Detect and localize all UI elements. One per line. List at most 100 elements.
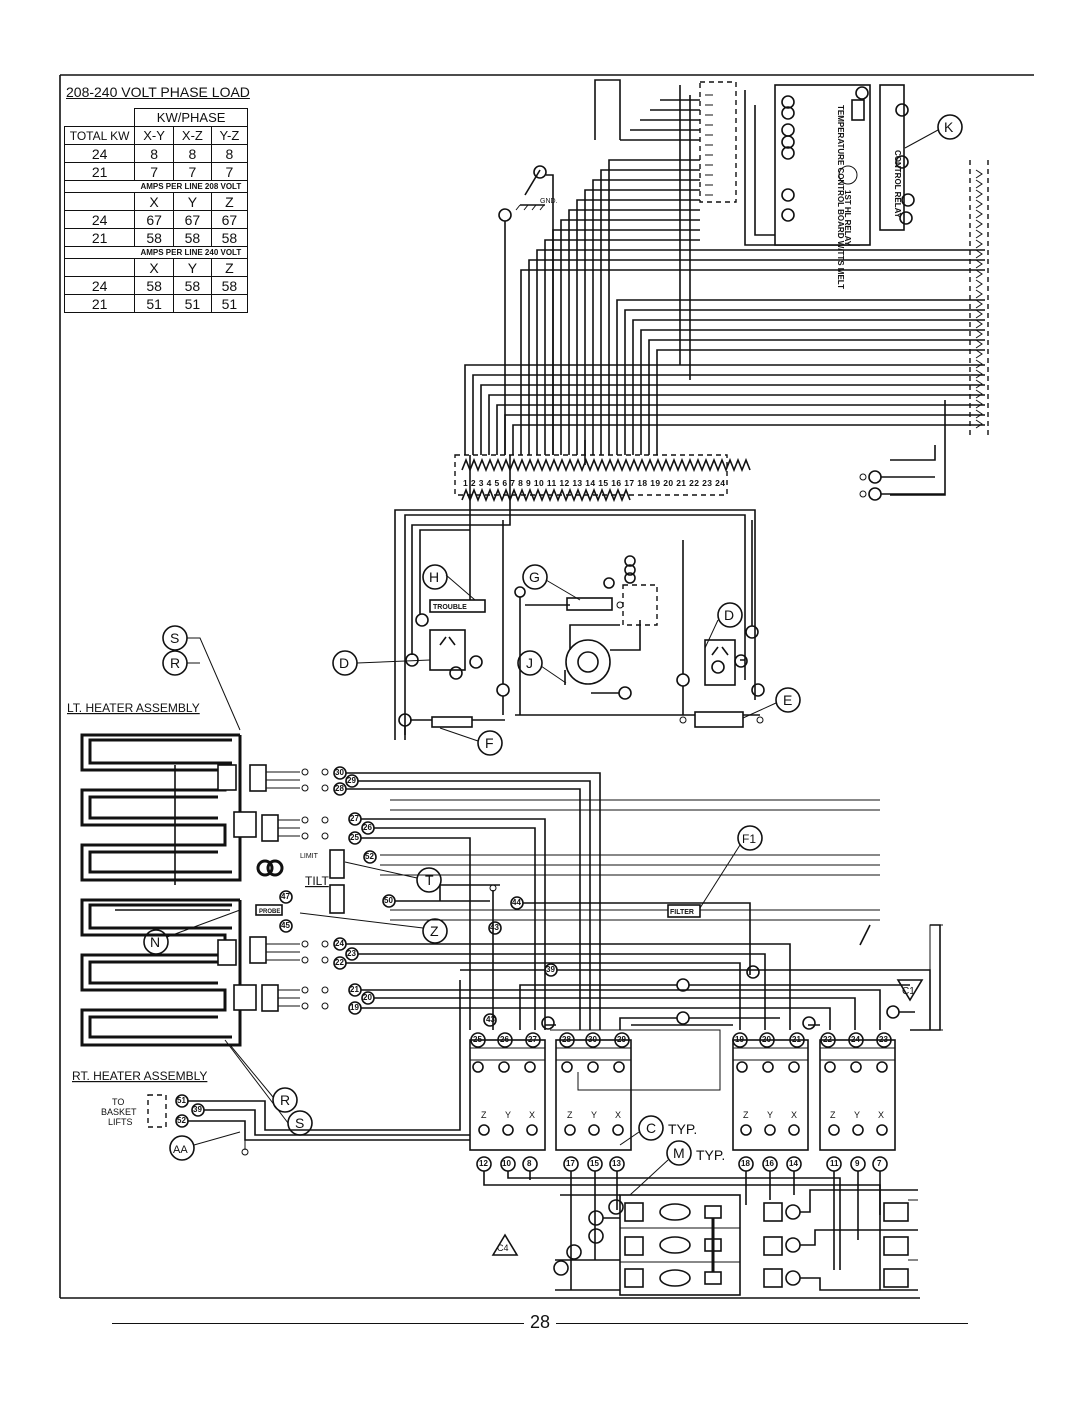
terminal-numbers: 1 2 3 4 5 6 7 8 9 10 11 12 13 14 15 16 1… bbox=[463, 478, 725, 488]
contactor-4: Z Y X bbox=[819, 1039, 896, 1151]
table-row: 21 7 7 7 bbox=[63, 162, 249, 181]
callout-d-left: D bbox=[339, 655, 349, 671]
typ-c-label: TYP. bbox=[668, 1121, 697, 1137]
col-z: Z bbox=[210, 258, 249, 277]
contactor-2-z: Z bbox=[567, 1110, 573, 1120]
callout-h: H bbox=[429, 569, 439, 585]
contactor-2: Z Y X bbox=[555, 1039, 632, 1151]
hl-relay-label: 1ST HL RELAY bbox=[843, 190, 852, 247]
table-cell: 24 bbox=[63, 276, 136, 295]
side-connectors bbox=[859, 470, 945, 501]
contactor-4-z: Z bbox=[830, 1110, 836, 1120]
tilt-label: TILT bbox=[305, 874, 329, 888]
callout-r: R bbox=[170, 655, 180, 671]
col-y: Y bbox=[172, 192, 212, 211]
callout-z: Z bbox=[430, 923, 439, 939]
callout-t: T bbox=[425, 872, 434, 888]
table-cell: 51 bbox=[210, 294, 249, 313]
table-cell: 67 bbox=[134, 210, 174, 229]
contactor-output-wiring bbox=[476, 1156, 888, 1290]
probe-label: PROBE bbox=[259, 909, 280, 915]
callout-m: M bbox=[673, 1145, 685, 1161]
table-cell: 21 bbox=[63, 162, 136, 181]
basket-to: TO bbox=[112, 1097, 124, 1107]
table-cell: 21 bbox=[63, 228, 136, 247]
contactor-3-x: X bbox=[791, 1110, 797, 1120]
callout-n: N bbox=[150, 934, 160, 950]
col-xy: X-Y bbox=[134, 126, 174, 145]
table-cell: 7 bbox=[210, 162, 249, 181]
contactor-3-y: Y bbox=[767, 1110, 773, 1120]
col-yz: Y-Z bbox=[210, 126, 249, 145]
trouble-label: TROUBLE bbox=[433, 604, 467, 611]
contactor-1-y: Y bbox=[505, 1110, 511, 1120]
table-cell: 24 bbox=[63, 144, 136, 163]
callouts-upper-left: S R bbox=[162, 625, 241, 731]
main-terminal-strip: 1 2 3 4 5 6 7 8 9 10 11 12 13 14 15 16 1… bbox=[454, 454, 751, 503]
heater-wiring: LIMIT TILT PROBE T Z FILTER F1 bbox=[249, 764, 941, 1031]
table-cell: 7 bbox=[172, 162, 212, 181]
contactor-3-z: Z bbox=[743, 1110, 749, 1120]
limit-label: LIMIT bbox=[300, 853, 319, 860]
wire-number-markers bbox=[470, 1013, 892, 1048]
basket-lifts: LIFTS bbox=[108, 1117, 133, 1127]
table-cell: 51 bbox=[134, 294, 174, 313]
col-y: Y bbox=[172, 258, 212, 277]
basket-basket: BASKET bbox=[101, 1107, 137, 1117]
table-row: 24 67 67 67 bbox=[63, 210, 249, 229]
contactor-4-y: Y bbox=[854, 1110, 860, 1120]
callout-e: E bbox=[783, 692, 792, 708]
table-row: TOTAL KW X-Y X-Z Y-Z bbox=[63, 126, 249, 145]
page-number-text: 28 bbox=[529, 1312, 551, 1332]
table-cell: 58 bbox=[134, 228, 174, 247]
table-cell: 51 bbox=[172, 294, 212, 313]
contactor-1-x: X bbox=[529, 1110, 535, 1120]
basket-lifts: TO BASKET LIFTS AA bbox=[101, 980, 470, 1161]
contactor-1-z: Z bbox=[481, 1110, 487, 1120]
table-cell: 21 bbox=[63, 294, 136, 313]
table-row: AMPS PER LINE 208 VOLT bbox=[63, 180, 248, 193]
load-table-title: 208-240 VOLT PHASE LOAD bbox=[66, 84, 250, 100]
gnd-label: GND. bbox=[540, 198, 558, 205]
callout-c: C bbox=[646, 1120, 656, 1136]
col-z: Z bbox=[210, 192, 249, 211]
filter-label: FILTER bbox=[670, 909, 694, 916]
table-cell: 24 bbox=[63, 210, 136, 229]
contactor-3: Z Y X bbox=[732, 1039, 809, 1151]
table-row: AMPS PER LINE 240 VOLT bbox=[63, 246, 248, 259]
col-x: X bbox=[134, 192, 174, 211]
table-cell: 7 bbox=[134, 162, 174, 181]
callout-c4: C4 bbox=[497, 1243, 509, 1253]
table-row: 24 58 58 58 bbox=[63, 276, 249, 295]
table-row: X Y Z bbox=[63, 192, 249, 211]
page-frame bbox=[59, 74, 1034, 1299]
typ-m-label: TYP. bbox=[696, 1147, 725, 1163]
amps240-header: AMPS PER LINE 240 VOLT bbox=[134, 246, 248, 259]
upper-harness bbox=[464, 79, 985, 496]
col-x: X bbox=[134, 258, 174, 277]
table-cell: 58 bbox=[172, 228, 212, 247]
contactor-2-x: X bbox=[615, 1110, 621, 1120]
contactor-1: Z Y X bbox=[469, 1039, 546, 1151]
col-total-kw: TOTAL KW bbox=[63, 126, 136, 145]
heater-assemblies: LT. HEATER ASSEMBLY RT. HEATER ASSEMBLY … bbox=[67, 701, 313, 1136]
table-row: 21 51 51 51 bbox=[63, 294, 249, 313]
table-cell: 58 bbox=[210, 228, 249, 247]
table-row: 21 58 58 58 bbox=[63, 228, 249, 247]
right-terminal-strip bbox=[969, 160, 989, 435]
contactor-4-x: X bbox=[878, 1110, 884, 1120]
page-number: 28 bbox=[0, 1312, 1080, 1333]
callout-g: G bbox=[529, 569, 540, 585]
contactor-2-y: Y bbox=[591, 1110, 597, 1120]
table-cell: 8 bbox=[172, 144, 212, 163]
table-cell: 58 bbox=[210, 276, 249, 295]
callout-j: J bbox=[526, 655, 533, 671]
control-board-label: TEMPERATURE CONTROL BOARD W/TTS MELT bbox=[836, 105, 845, 289]
callout-aa: AA bbox=[173, 1144, 188, 1156]
table-cell: 67 bbox=[210, 210, 249, 229]
table-row: 24 8 8 8 bbox=[63, 144, 249, 163]
callout-c1: C1 bbox=[902, 986, 915, 997]
callout-f: F bbox=[485, 735, 494, 751]
table-row: X Y Z bbox=[63, 258, 249, 277]
